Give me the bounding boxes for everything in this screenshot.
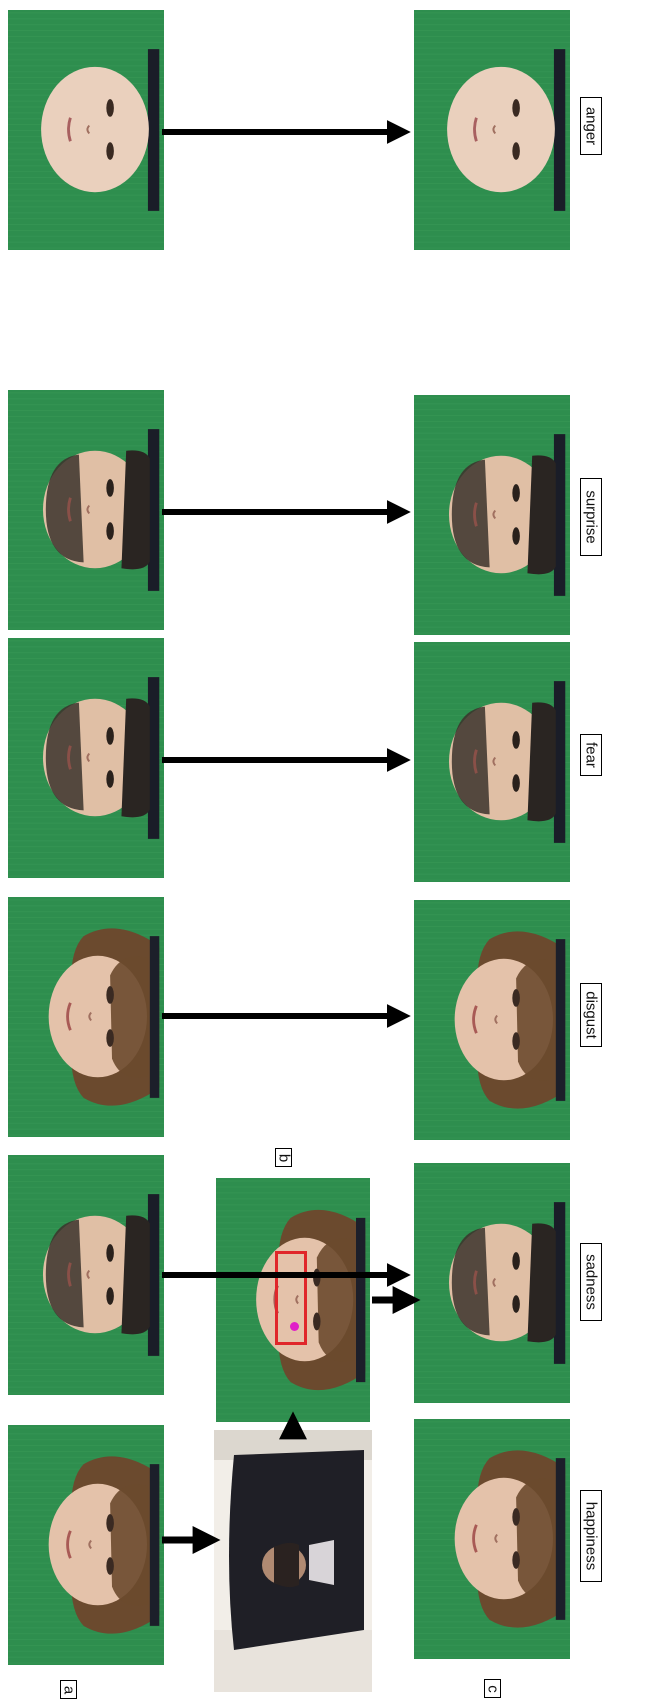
anger-face-photo — [414, 10, 570, 250]
webcam-frame-photo — [214, 1430, 372, 1692]
face-region-box — [275, 1251, 307, 1345]
panel-label-b: b — [275, 1148, 292, 1167]
neutral-face-anger-subject — [8, 10, 164, 250]
eye-landmark-dot — [290, 1322, 299, 1331]
emotion-label-sadness: sadness — [580, 1243, 602, 1321]
sadness-face-photo — [414, 1163, 570, 1403]
emotion-label-happiness: happiness — [580, 1490, 602, 1582]
neutral-face-fear-subject — [8, 638, 164, 878]
happiness-face-photo — [414, 1419, 570, 1659]
neutral-face-sadness-subject — [8, 1155, 164, 1395]
neutral-face-happiness-subject — [8, 1425, 164, 1665]
panel-label-a: a — [60, 1680, 77, 1699]
panel-label-c: c — [484, 1679, 501, 1698]
detected-face-photo — [216, 1178, 370, 1422]
emotion-label-fear: fear — [580, 734, 602, 776]
neutral-face-surprise-subject — [8, 390, 164, 630]
emotion-label-disgust: disgust — [580, 983, 602, 1047]
fear-face-photo — [414, 642, 570, 882]
emotion-label-anger: anger — [580, 97, 602, 155]
disgust-face-photo — [414, 900, 570, 1140]
emotion-label-surprise: surprise — [580, 478, 602, 556]
surprise-face-photo — [414, 395, 570, 635]
neutral-face-disgust-subject — [8, 897, 164, 1137]
